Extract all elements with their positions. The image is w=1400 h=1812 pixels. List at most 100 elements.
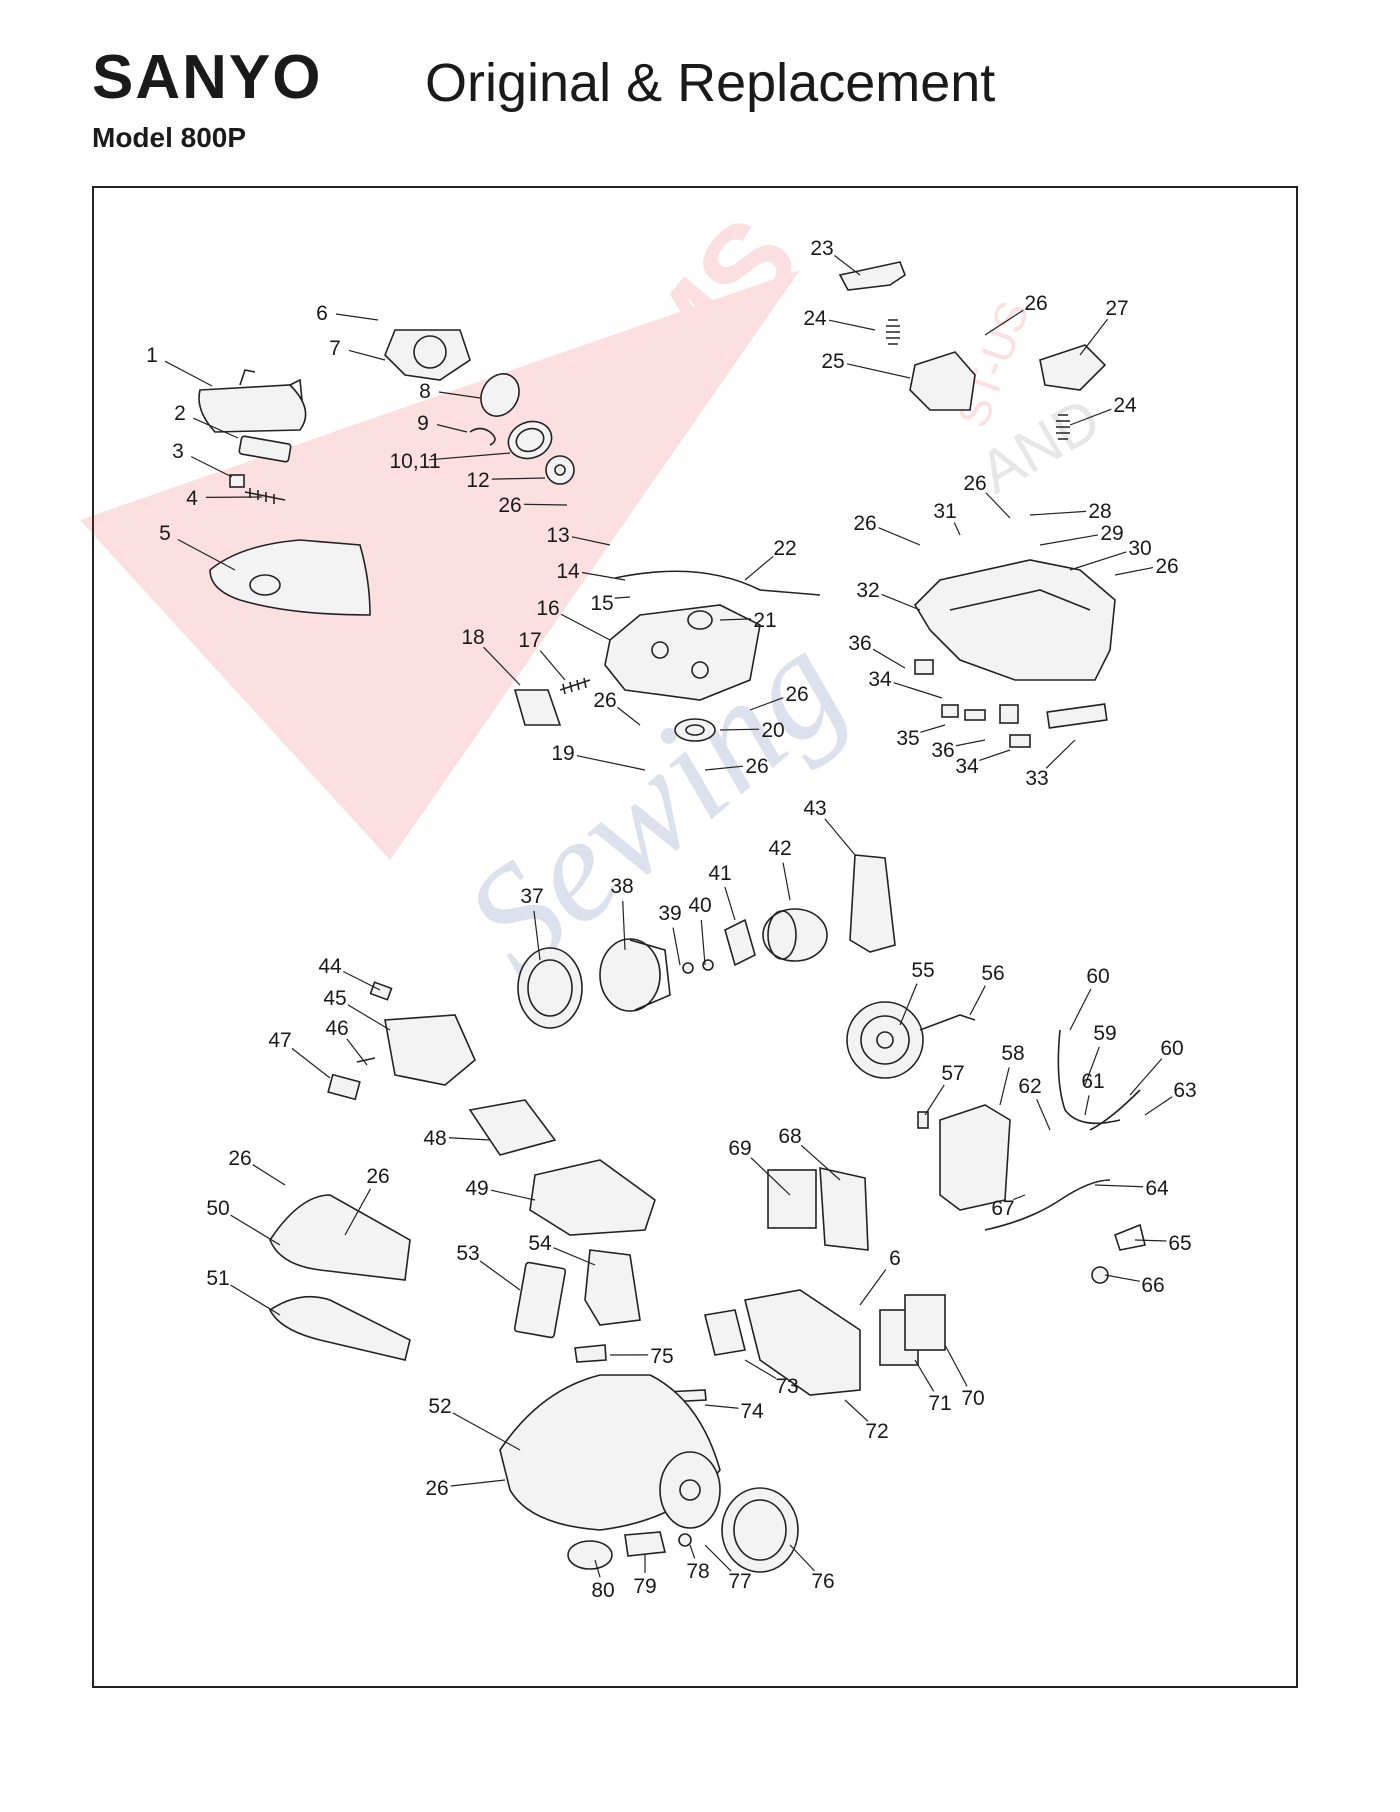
callout-leader-26 [344, 1188, 372, 1236]
callout-label-75: 75 [650, 1345, 673, 1368]
callout-leader-38 [622, 900, 626, 951]
callout-leader-30 [1069, 551, 1127, 571]
callout-leader-59 [1084, 1046, 1100, 1086]
part-41-bracket [724, 918, 756, 967]
callout-label-26: 26 [593, 689, 616, 712]
callout-leader-24 [828, 319, 876, 331]
callout-label-33: 33 [1025, 767, 1048, 790]
callout-leader-39 [672, 927, 681, 966]
callout-leader-15 [614, 596, 631, 599]
callout-label-64: 64 [1145, 1177, 1169, 1200]
callout-leader-34 [979, 749, 1011, 761]
part-44-label [369, 981, 393, 1001]
part-27-control-cover [1039, 344, 1107, 391]
callout-label-50: 50 [206, 1197, 229, 1220]
part-69-filter-pad [767, 1169, 817, 1229]
callout-label-61: 61 [1081, 1070, 1104, 1093]
callout-leader-12 [491, 477, 546, 480]
callout-leader-45 [347, 1004, 391, 1031]
callout-label-7: 7 [329, 337, 341, 360]
callout-leader-67 [1013, 1194, 1026, 1201]
callout-label-10-11: 10,11 [390, 450, 441, 473]
callout-label-26: 26 [785, 683, 808, 706]
callout-leader-57 [924, 1084, 945, 1116]
callout-label-24: 24 [1113, 394, 1137, 417]
callout-leader-53 [479, 1260, 521, 1291]
callout-leader-25 [846, 363, 911, 379]
callout-leader-8 [438, 391, 481, 399]
callout-leader-13 [571, 536, 611, 546]
callout-leader-26 [984, 309, 1024, 336]
callout-leader-72 [844, 1399, 869, 1422]
part-22-cable [614, 570, 821, 596]
callout-label-73: 73 [775, 1375, 798, 1398]
callout-label-62: 62 [1018, 1075, 1041, 1098]
callout-leader-62 [1036, 1099, 1051, 1131]
callout-label-51: 51 [206, 1267, 229, 1290]
callout-label-16: 16 [536, 597, 559, 620]
callout-leader-55 [899, 983, 918, 1026]
page-title: Original & Replacement [425, 53, 996, 113]
callout-label-29: 29 [1100, 522, 1123, 545]
callout-label-17: 17 [518, 629, 541, 652]
callout-leader-77 [704, 1544, 732, 1572]
part-3-button [229, 474, 245, 488]
part-78-washer [678, 1533, 692, 1547]
callout-label-26: 26 [425, 1477, 448, 1500]
callout-leader-40 [700, 919, 706, 966]
callout-leader-27 [1079, 318, 1108, 356]
callout-leader-32 [881, 593, 921, 611]
part-53-filter [513, 1261, 567, 1339]
callout-leader-37 [533, 910, 541, 961]
callout-leader-16 [560, 613, 611, 641]
callout-leader-26 [749, 697, 784, 711]
part-5-handle-body [209, 539, 371, 616]
callout-leader-26 [617, 706, 641, 726]
callout-leader-36 [872, 648, 906, 669]
part-24-spring-b [1056, 414, 1070, 440]
callout-label-56: 56 [981, 962, 1004, 985]
callout-leader-26 [1114, 566, 1154, 576]
callout-label-71: 71 [928, 1392, 951, 1415]
callout-label-35: 35 [896, 727, 919, 750]
callout-label-26: 26 [1024, 292, 1047, 315]
callout-label-58: 58 [1001, 1042, 1024, 1065]
callout-leader-26 [252, 1164, 286, 1186]
part-50-bumper [269, 1194, 411, 1281]
callout-leader-60 [1069, 988, 1092, 1031]
callout-label-77: 77 [728, 1570, 751, 1593]
part-65-switch [1114, 1223, 1146, 1251]
callout-leader-14 [581, 571, 626, 581]
callout-label-37: 37 [520, 885, 543, 908]
callout-label-34: 34 [955, 755, 979, 778]
callout-label-49: 49 [465, 1177, 488, 1200]
part-18-plate [513, 689, 562, 726]
callout-label-76: 76 [811, 1570, 834, 1593]
callout-label-48: 48 [423, 1127, 446, 1150]
callout-label-26: 26 [228, 1147, 251, 1170]
part-56-plug [919, 1014, 976, 1031]
callout-leader-31 [953, 522, 961, 536]
callout-label-46: 46 [325, 1017, 348, 1040]
part-32-main-cover [913, 559, 1116, 681]
part-79-plate [624, 1531, 666, 1557]
callout-label-4: 4 [186, 487, 198, 510]
callout-label-41: 41 [708, 862, 731, 885]
callout-leader-3 [190, 456, 233, 478]
callout-label-3: 3 [172, 440, 184, 463]
callout-label-2: 2 [174, 402, 186, 425]
callout-label-78: 78 [686, 1560, 709, 1583]
callout-leader-20 [719, 728, 760, 731]
callout-label-26: 26 [853, 512, 876, 535]
callout-leader-6 [335, 313, 379, 321]
callout-leader-74 [704, 1404, 739, 1409]
callout-leader-63 [1144, 1096, 1173, 1116]
callout-leader-19 [576, 755, 646, 771]
callout-leader-5 [177, 538, 236, 571]
callout-leader-78 [689, 1544, 696, 1559]
callout-label-31: 31 [933, 500, 956, 523]
callout-leader-41 [724, 886, 736, 921]
callout-label-68: 68 [778, 1125, 801, 1148]
callout-leader-46 [346, 1038, 368, 1066]
